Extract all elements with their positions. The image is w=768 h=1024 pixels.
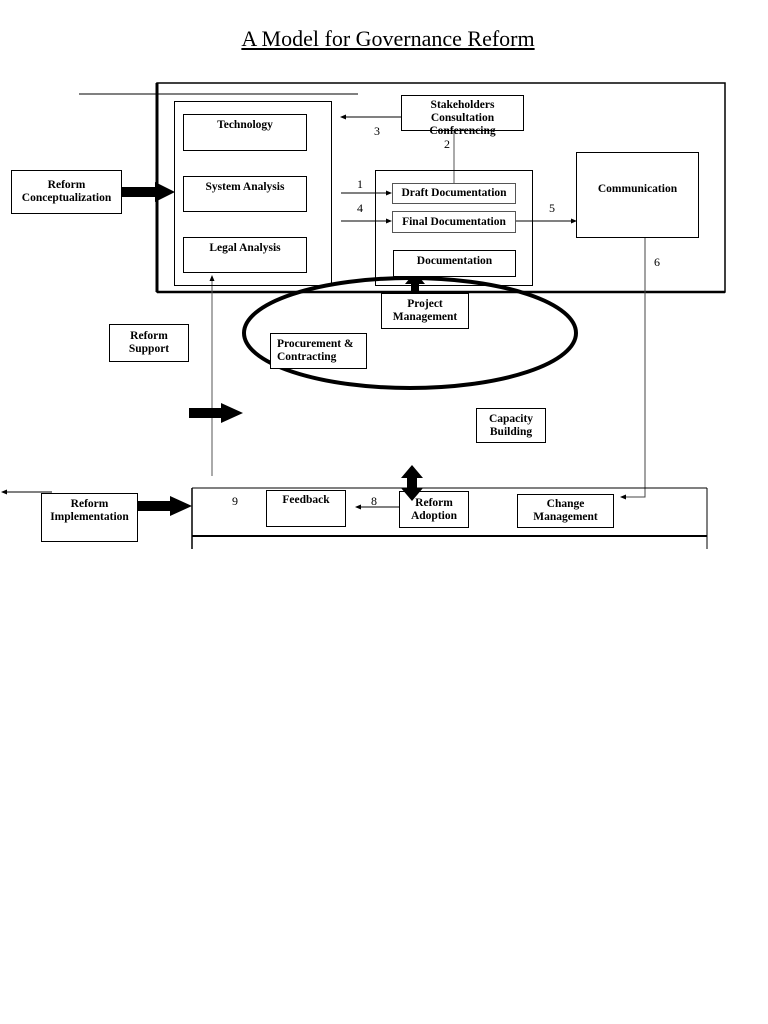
reform-implementation-box[interactable]: Reform Implementation <box>41 493 138 542</box>
project-management-line-1: Project <box>407 298 443 310</box>
documentation-box[interactable]: Documentation <box>393 250 516 277</box>
capacity-building-box[interactable]: Capacity Building <box>476 408 546 443</box>
documentation-group <box>375 170 533 286</box>
step-number-5: 5 <box>549 201 555 215</box>
technology-label: Technology <box>217 119 273 131</box>
stakeholders-line-3: Conferencing <box>429 125 496 137</box>
feedback-box[interactable]: Feedback <box>266 490 346 527</box>
stakeholders-line-1: Stakeholders <box>430 99 495 111</box>
step-number-4: 4 <box>357 201 363 215</box>
draft-documentation-box[interactable]: Draft Documentation <box>392 183 516 204</box>
step-number-1: 1 <box>357 177 363 191</box>
thick-arrow-support <box>189 403 243 423</box>
reform-conceptualization-line-1: Reform <box>47 179 86 191</box>
procurement-line-2: Contracting <box>277 351 337 363</box>
diagram-title: A Model for Governance Reform <box>241 26 535 51</box>
arrow-6 <box>620 238 646 500</box>
reform-adoption-line-1: Reform <box>415 496 453 509</box>
reform-support-line-2: Support <box>128 343 170 355</box>
change-management-box[interactable]: Change Management <box>517 494 614 528</box>
procurement-box[interactable]: Procurement & Contracting <box>270 333 367 369</box>
stakeholders-line-2: Consultation <box>430 112 495 124</box>
final-documentation-box[interactable]: Final Documentation <box>392 211 516 233</box>
thick-arrow-implementation <box>137 496 192 516</box>
thick-arrow-conceptualization <box>122 182 175 202</box>
capacity-building-line-1: Capacity <box>488 412 534 425</box>
step-number-9: 9 <box>232 494 238 508</box>
final-documentation-label: Final Documentation <box>402 215 506 228</box>
system-analysis-box[interactable]: System Analysis <box>183 176 307 212</box>
project-management-box[interactable]: Project Management <box>381 293 469 329</box>
communication-label: Communication <box>597 183 678 195</box>
feedback-label: Feedback <box>282 494 330 506</box>
change-management-line-2: Management <box>533 511 598 523</box>
reform-implementation-line-2: Implementation <box>50 511 129 523</box>
technology-box[interactable]: Technology <box>183 114 307 151</box>
step-number-8: 8 <box>371 494 377 508</box>
system-analysis-label: System Analysis <box>205 181 285 193</box>
reform-conceptualization-line-2: Conceptualization <box>21 192 112 204</box>
legal-analysis-label: Legal Analysis <box>209 242 281 254</box>
communication-box[interactable]: Communication <box>576 152 699 238</box>
reform-adoption-line-2: Adoption <box>410 509 458 522</box>
change-management-line-1: Change <box>546 498 585 510</box>
procurement-line-1: Procurement & <box>277 338 354 350</box>
reform-conceptualization-box[interactable]: Reform Conceptualization <box>11 170 122 214</box>
step-number-6: 6 <box>654 255 660 269</box>
analysis-group <box>174 101 332 286</box>
reform-support-line-1: Reform <box>130 330 168 342</box>
step-number-2: 2 <box>444 137 450 151</box>
reform-support-box[interactable]: Reform Support <box>109 324 189 362</box>
reform-adoption-box[interactable]: Reform Adoption <box>399 491 469 528</box>
reform-implementation-line-1: Reform <box>70 498 109 510</box>
capacity-building-line-2: Building <box>489 425 533 438</box>
draft-documentation-label: Draft Documentation <box>401 187 507 199</box>
project-management-line-2: Management <box>392 311 458 323</box>
step-number-3: 3 <box>374 124 380 138</box>
documentation-label: Documentation <box>416 255 493 267</box>
stakeholders-box[interactable]: Stakeholders Consultation Conferencing <box>401 95 524 137</box>
legal-analysis-box[interactable]: Legal Analysis <box>183 237 307 273</box>
